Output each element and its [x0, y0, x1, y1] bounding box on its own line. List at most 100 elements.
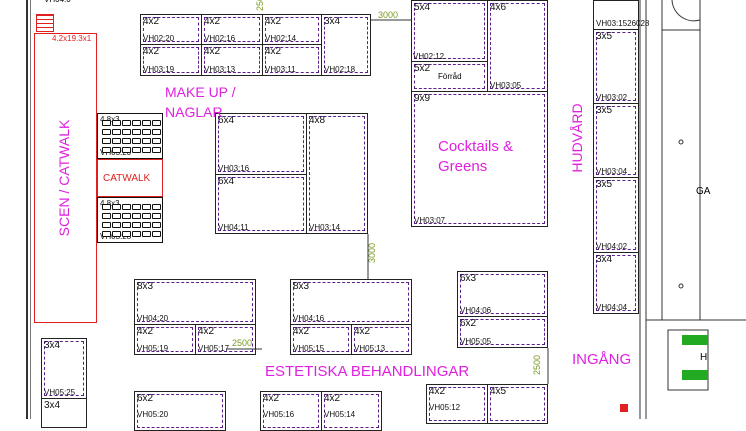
booth-size: 6x2 — [460, 318, 477, 329]
chair — [142, 231, 151, 237]
chair — [132, 213, 141, 219]
booth-id: VH05:12 — [429, 403, 461, 412]
booth-size: 4x2 — [198, 326, 215, 337]
chair — [102, 231, 111, 237]
chair — [132, 222, 141, 228]
booth-id: VH05:15 — [293, 344, 325, 353]
booth-size: 3x5 — [596, 31, 613, 42]
chair — [112, 222, 121, 228]
booth-size: 4x2 — [429, 386, 446, 397]
booth-size: 3x4 — [596, 254, 613, 265]
chair — [142, 138, 151, 144]
booth-size: 6x2 — [137, 393, 154, 404]
left-wall-inner — [30, 0, 31, 419]
booth-id: VH03:02 — [596, 93, 628, 102]
chair — [152, 147, 161, 153]
booth-id: VH04:16 — [293, 314, 325, 323]
seating-a-size: 4.8x3 — [100, 115, 120, 124]
catwalk-label: CATWALK — [103, 173, 151, 184]
booth-3x4-bottom[interactable]: 3x4 — [41, 398, 87, 428]
left-wall — [26, 0, 28, 419]
booth-5x4[interactable]: 5x4 — [411, 0, 488, 62]
booth-size: 3x4 — [44, 400, 61, 411]
booth-id: VH03:07 — [414, 216, 446, 225]
chair — [152, 129, 161, 135]
booth-id: VH02:20 — [143, 34, 175, 43]
chair — [142, 147, 151, 153]
chair — [112, 120, 121, 126]
booth-size: 4x2 — [263, 393, 280, 404]
chair — [122, 222, 131, 228]
chair — [132, 147, 141, 153]
chair — [152, 120, 161, 126]
chair — [102, 213, 111, 219]
booth-size: 4x2 — [204, 46, 221, 57]
booth-size: 4x2 — [354, 326, 371, 337]
booth-id: VH03:14 — [309, 223, 341, 232]
booth-id: VH05:19 — [137, 344, 169, 353]
chair — [142, 120, 151, 126]
booth-size: 4x2 — [137, 326, 154, 337]
estetiska-label: ESTETISKA BEHANDLINGAR — [265, 363, 470, 380]
chair — [132, 231, 141, 237]
booth-size: 5x4 — [414, 2, 431, 13]
chair — [112, 138, 121, 144]
stage-size: 4.2x19.3x1 — [52, 34, 92, 43]
chair — [122, 147, 131, 153]
booth-size: 4x2 — [143, 16, 160, 27]
chair — [112, 213, 121, 219]
stage-ladder — [36, 14, 54, 32]
booth-vh02-12[interactable]: VH02:12 — [411, 0, 488, 62]
booth-size: 4x2 — [204, 16, 221, 27]
booth-id: VH03:13 — [204, 65, 236, 74]
dim-2500-right: 2500 — [532, 354, 543, 376]
chair — [152, 138, 161, 144]
naglar-label: NAGLAR — [165, 104, 223, 120]
chair — [132, 129, 141, 135]
chair — [132, 204, 141, 210]
booth-size: 3x5 — [596, 105, 613, 116]
booth-size: 4x5 — [490, 386, 507, 397]
booth-size: 3x5 — [596, 179, 613, 190]
chair — [112, 231, 121, 237]
chair — [122, 213, 131, 219]
chair — [142, 204, 151, 210]
booth-id: VH02:12 — [413, 52, 445, 61]
booth-4x5[interactable]: 4x5 — [487, 384, 548, 424]
booth-size: 9x9 — [414, 93, 431, 104]
booth-vh03-1526028[interactable]: VH03:1526028 — [593, 0, 649, 30]
booth-size: 3x4 — [324, 16, 341, 27]
booth-id: VH04:04 — [596, 303, 628, 312]
booth-id: VH02:14 — [265, 34, 297, 43]
chair — [152, 204, 161, 210]
